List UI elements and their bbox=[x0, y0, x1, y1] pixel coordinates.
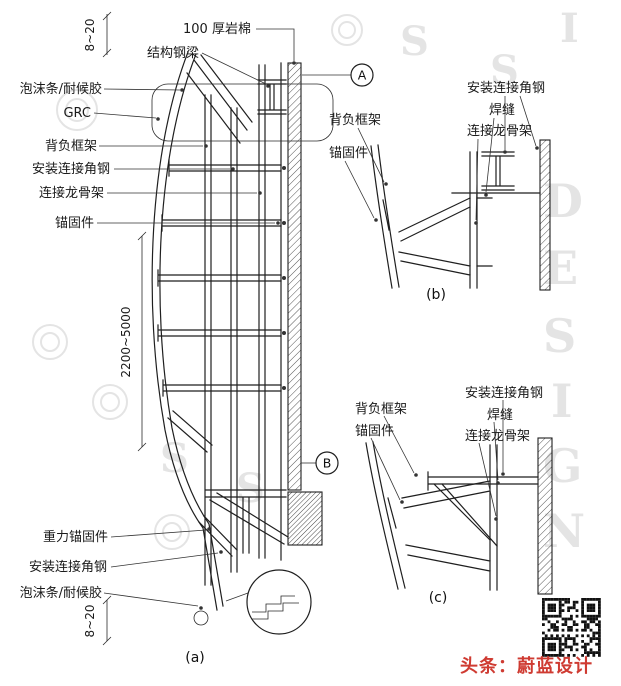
marker-a-label: A bbox=[358, 68, 367, 83]
panel-c bbox=[365, 441, 406, 590]
dimension-top: 8~20 bbox=[83, 11, 112, 58]
wall-section bbox=[287, 62, 302, 491]
label-keel-frame: 连接龙骨架 bbox=[39, 185, 104, 201]
marker-a-circle bbox=[350, 63, 374, 87]
leader-gravity-anchor bbox=[110, 529, 207, 538]
column-section-b bbox=[539, 139, 551, 291]
braces-c bbox=[401, 480, 491, 572]
label-anchor-b: 锚固件 bbox=[329, 146, 368, 161]
label-anchor: 锚固件 bbox=[55, 216, 94, 231]
label-angle-steel-bottom: 安装连接角钢 bbox=[29, 559, 107, 575]
svg-text:8~20: 8~20 bbox=[83, 605, 97, 638]
leader-keel-frame-b bbox=[475, 138, 479, 221]
leader-grc bbox=[93, 112, 157, 119]
column-section-c bbox=[537, 437, 553, 595]
label-angle-steel-c: 安装连接角钢 bbox=[465, 385, 543, 401]
leader-foam-top bbox=[103, 88, 181, 91]
braces-b bbox=[398, 197, 493, 276]
label-foam-bottom: 泡沫条/耐候胶 bbox=[20, 585, 102, 601]
frame-verticals bbox=[204, 62, 282, 586]
label-angle-steel-b: 安装连接角钢 bbox=[467, 80, 545, 96]
label-steel-beam: 结构钢梁 bbox=[147, 46, 199, 61]
top-braces bbox=[186, 54, 253, 144]
label-weld-b: 焊缝 bbox=[489, 102, 515, 118]
watermark-letter: S bbox=[543, 309, 576, 363]
brand-watermark: 头条：蔚蓝设计 bbox=[460, 655, 593, 677]
joint-detail-lines bbox=[252, 595, 299, 620]
leader-steel-beam bbox=[201, 52, 267, 85]
angle-steel-c bbox=[427, 471, 539, 547]
qr-code bbox=[540, 596, 603, 659]
leader-weld-b bbox=[485, 117, 495, 193]
label-keel-frame-b: 连接龙骨架 bbox=[467, 123, 532, 139]
gravity-anchor-assembly bbox=[198, 489, 289, 557]
label-weld-c: 焊缝 bbox=[487, 407, 513, 423]
figure-a: A B 8~20 2200~5000 8~20 100 厚岩棉 结构钢梁 bbox=[20, 11, 374, 666]
caption-c: (c) bbox=[429, 590, 448, 606]
figure-c: 安装连接角钢 背负框架 焊缝 连接龙骨架 锚固件 (c) bbox=[355, 385, 553, 606]
marker-b-circle bbox=[315, 451, 339, 475]
caption-b: (b) bbox=[426, 287, 446, 303]
leader-angle-steel-bottom bbox=[110, 552, 219, 568]
panel-b bbox=[370, 144, 400, 289]
leader-weld-c bbox=[493, 421, 499, 481]
label-angle-steel: 安装连接角钢 bbox=[32, 161, 110, 177]
leader-angle-steel-b bbox=[504, 95, 537, 150]
joint-detail-circle bbox=[246, 569, 312, 635]
caption-a: (a) bbox=[185, 650, 205, 666]
label-gravity-anchor: 重力锚固件 bbox=[43, 529, 108, 545]
dimension-bottom: 8~20 bbox=[83, 595, 112, 646]
watermark-logo-circle bbox=[32, 14, 363, 550]
leader-back-frame-c bbox=[383, 415, 415, 474]
figure-b: 安装连接角钢 背负框架 焊缝 连接龙骨架 锚固件 (b) bbox=[329, 80, 551, 303]
svg-text:8~20: 8~20 bbox=[83, 19, 97, 52]
joint-detail-leader bbox=[225, 592, 249, 602]
wall-anchor-dots bbox=[282, 166, 286, 390]
svg-text:2200~5000: 2200~5000 bbox=[119, 306, 133, 377]
leader-back-frame-b bbox=[357, 127, 385, 183]
dimension-height: 2200~5000 bbox=[119, 231, 147, 452]
leader-keel-frame-c bbox=[478, 442, 497, 517]
watermark-letter: I bbox=[551, 374, 573, 428]
connection-brackets bbox=[157, 159, 282, 453]
label-grc: GRC bbox=[63, 106, 91, 121]
watermark-letter: I bbox=[560, 5, 579, 52]
grc-panel-outer bbox=[151, 51, 218, 611]
steel-detail-b bbox=[451, 151, 541, 194]
leader-rockwool bbox=[256, 28, 295, 61]
leader-anchor-c bbox=[370, 437, 401, 501]
watermark-letter: S bbox=[400, 18, 429, 65]
label-rockwool: 100 厚岩棉 bbox=[183, 22, 251, 37]
leader-foam-bottom bbox=[103, 592, 199, 607]
label-back-frame-b: 背负框架 bbox=[329, 113, 381, 128]
grc-panel-inner bbox=[159, 53, 224, 607]
steel-beam-symbol bbox=[257, 79, 287, 115]
label-back-frame: 背负框架 bbox=[45, 139, 97, 154]
watermark-letter: S bbox=[236, 465, 265, 512]
detail-a-boundary bbox=[151, 83, 334, 142]
label-foam-top: 泡沫条/耐候胶 bbox=[20, 81, 102, 97]
keel-verticals-b bbox=[469, 151, 478, 289]
panel-tip-circle bbox=[193, 610, 209, 626]
label-back-frame-c: 背负框架 bbox=[355, 402, 407, 417]
label-keel-frame-c: 连接龙骨架 bbox=[465, 428, 530, 444]
base-block bbox=[287, 491, 323, 546]
marker-b-label: B bbox=[323, 456, 332, 471]
watermark-letter: S bbox=[490, 47, 519, 94]
label-anchor-c: 锚固件 bbox=[355, 424, 394, 439]
leader-anchor-b bbox=[344, 160, 375, 219]
